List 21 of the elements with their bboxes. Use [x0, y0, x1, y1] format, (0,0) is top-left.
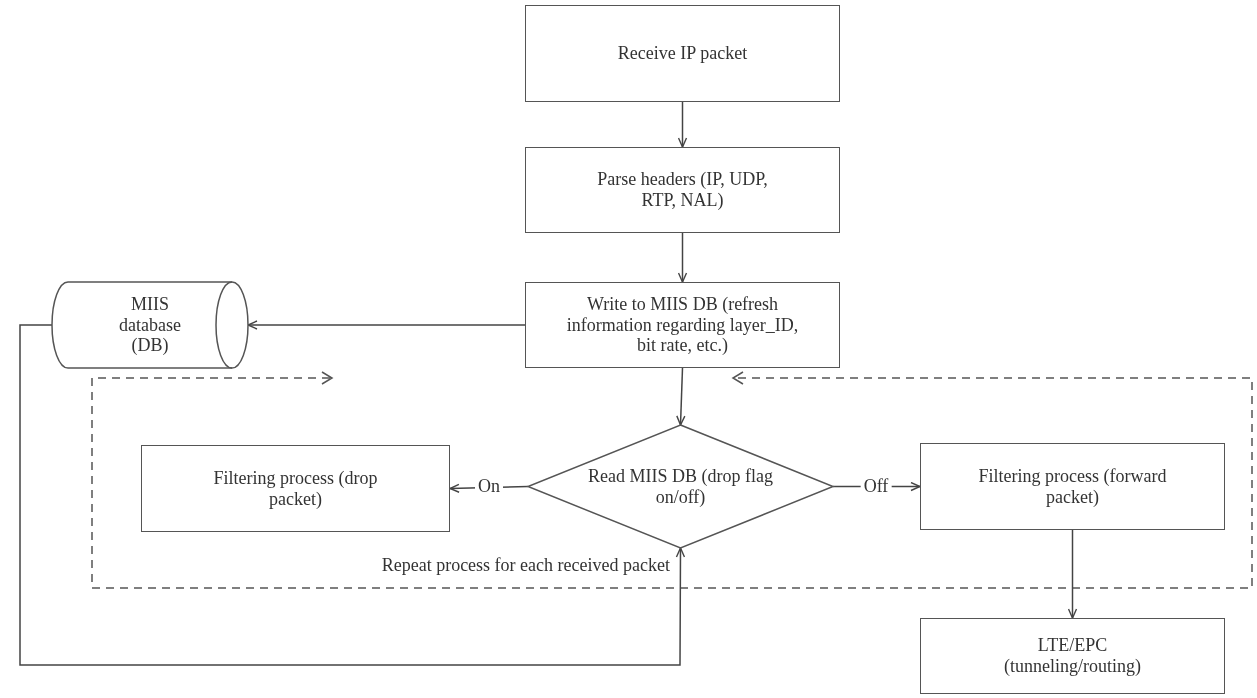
- node-text: Parse headers (IP, UDP, RTP, NAL): [596, 169, 769, 211]
- arrow: [677, 232, 688, 283]
- arrow: [247, 320, 526, 330]
- node-text: Read MIIS DB (drop flag on/off): [587, 465, 774, 508]
- node-text: Receive IP packet: [616, 43, 749, 64]
- process-box: [525, 282, 840, 368]
- arrow: [676, 367, 686, 426]
- node-text: LTE/EPC (tunneling/routing): [1003, 635, 1142, 677]
- node-text: Filtering process (forward packet): [977, 465, 1168, 508]
- note-text: Repeat process for each received packet: [381, 556, 670, 576]
- node-text: Filtering process (drop packet): [212, 467, 379, 510]
- node-text: Write to MIIS DB (refresh information regarding layer_ID, bit rate, etc.): [565, 293, 800, 357]
- process-box: [525, 147, 840, 233]
- arrow: [677, 101, 688, 148]
- process-box: [141, 445, 450, 532]
- arrow: [1067, 529, 1078, 619]
- process-box: [920, 618, 1225, 694]
- arrow: [19, 324, 686, 666]
- process-box: [920, 443, 1225, 530]
- process-box: [525, 5, 840, 102]
- node-text: MIIS database (DB): [118, 293, 182, 357]
